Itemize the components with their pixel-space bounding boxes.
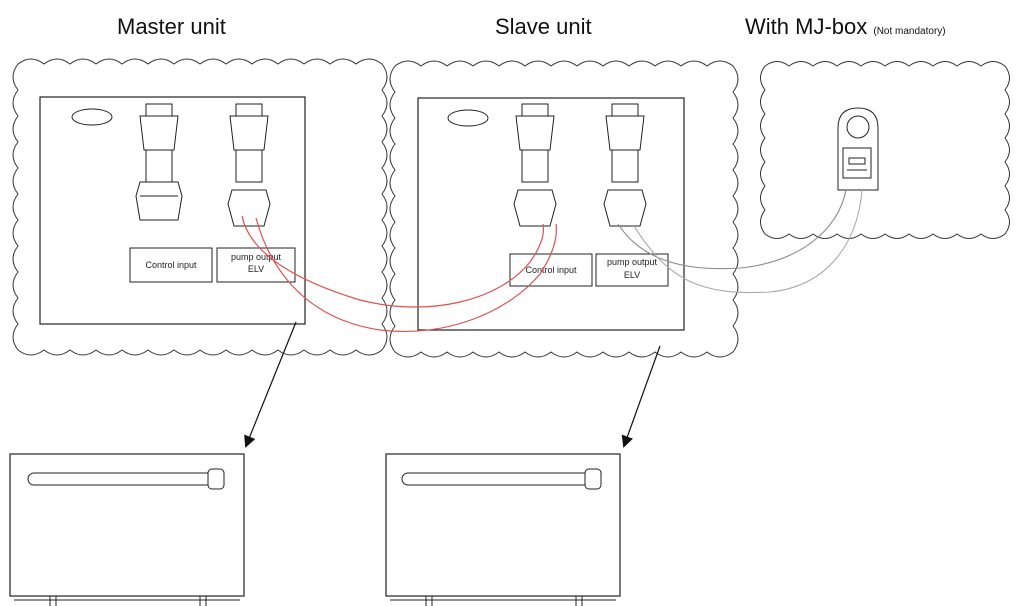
slave-pump-output-label: pump output [607, 257, 658, 267]
slave-unit-heading: Slave unit [495, 14, 592, 39]
slave-pump-output-box [595, 253, 669, 287]
mjbox-heading-note: (Not mandatory) [873, 26, 946, 37]
master-arrow [244, 321, 297, 448]
grey-cable-1 [617, 189, 847, 270]
mjbox-heading: With MJ-box (Not mandatory) [745, 14, 946, 40]
slave-pump-output-connector [603, 103, 647, 227]
mjbox-device [837, 107, 879, 191]
master-indicator-lamp [71, 108, 113, 126]
slave-indicator-lamp [447, 109, 489, 127]
slave-drive-unit [385, 453, 621, 606]
slave-cloud-outline [389, 60, 739, 358]
mjbox-cloud-outline [760, 61, 1010, 239]
slave-pump-output-elv: ELV [624, 270, 640, 280]
slave-arrow [621, 345, 661, 448]
grey-cable-2 [633, 189, 863, 294]
master-pump-output-connector [227, 103, 271, 227]
master-pump-output-elv: ELV [248, 264, 264, 274]
master-control-input-label: Control input [145, 260, 197, 270]
slave-control-input-connector [513, 103, 557, 227]
master-pump-output-label: pump output [231, 252, 282, 262]
slave-control-input-label: Control input [525, 265, 577, 275]
master-control-input-box [129, 247, 213, 283]
master-cloud-outline [12, 58, 388, 356]
slave-panel [417, 97, 685, 331]
red-cable-1 [241, 215, 545, 308]
master-control-input-connector [135, 103, 183, 221]
master-drive-unit [9, 453, 245, 606]
mjbox-heading-title: With MJ-box [745, 14, 868, 39]
master-unit-heading: Master unit [117, 14, 226, 39]
red-cable-2 [255, 217, 557, 332]
master-pump-output-box [216, 247, 296, 283]
master-panel [39, 96, 306, 325]
